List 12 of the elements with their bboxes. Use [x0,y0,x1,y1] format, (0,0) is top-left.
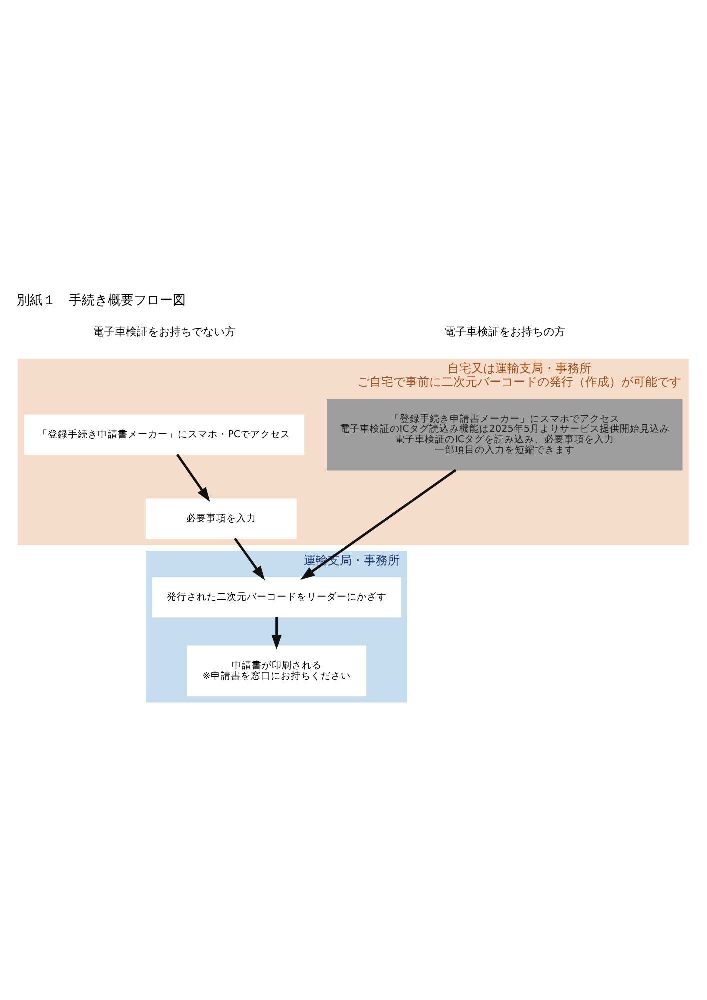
label: 電子車検証をお持ちの方 [444,326,566,339]
node-box: 申請書が印刷される ※申請書を窓口にお持ちください [187,646,366,696]
arrow [300,469,457,580]
arrow [176,454,210,502]
arrow [234,538,266,581]
label: 電子車検証をお持ちでない方 [92,326,236,339]
node-box: 必要事項を入力 [146,498,297,539]
diagram-title: 別紙１ 手続き概要フロー図 [17,294,186,309]
arrow [272,617,282,650]
node-box: 「登録手続き申請書メーカー」にスマホでアクセス 電子車検証のICタグ読込み機能は2025年5月よりサービス提供開始見込み 電子車検証のICタグを読み込み、必要事項を入力 一部項目の入力を短縮できます [327,399,683,471]
node-box: 発行された二次元バーコードをリーダーにかざす [152,578,402,618]
node-box: 「登録手続き申請書メーカー」にスマホ・PCでアクセス [24,414,305,456]
